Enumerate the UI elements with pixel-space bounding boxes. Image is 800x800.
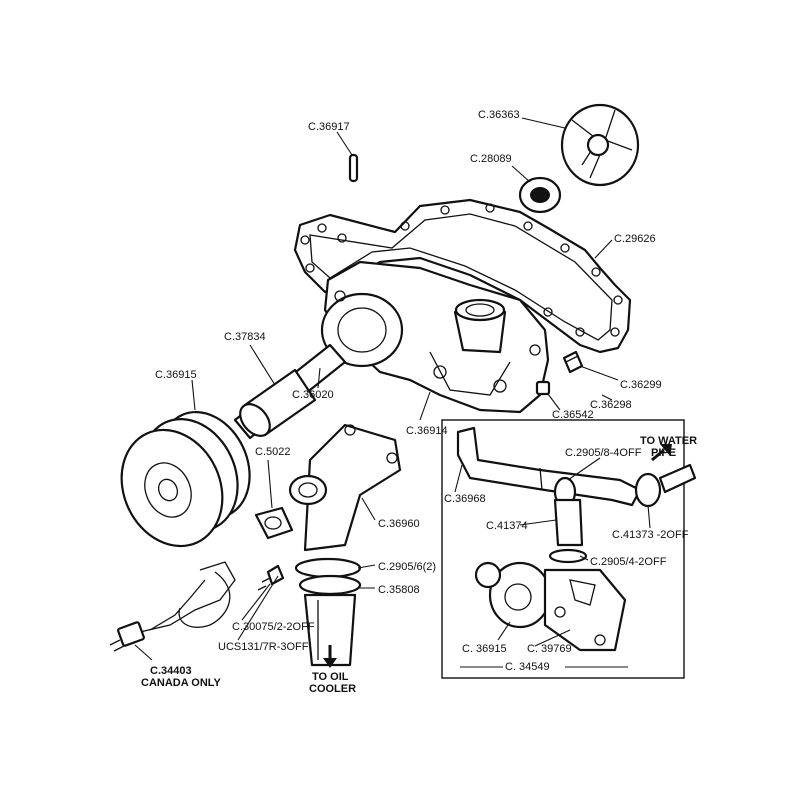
hose-clip [294,557,362,667]
label-c34403: C.34403 [150,665,192,677]
label-to-oil: TO OIL [312,671,349,683]
label-c36298: C.36298 [590,399,632,411]
label-c36917: C.36917 [308,121,350,133]
label-c29058: C.2905/8-4OFF [565,447,642,459]
to-oil-cooler-arrow [323,645,337,668]
outlet-elbow [288,423,402,552]
labels: C.36363 C.36917 C.28089 C.29626 C.37834 … [141,109,697,695]
label-c36914: C.36914 [406,425,448,437]
label-pipe: PIPE [651,447,676,459]
label-c39769: C. 39769 [527,643,572,655]
label-c29056: C.2905/6(2) [378,561,436,573]
label-c36968: C.36968 [444,493,486,505]
pulley [120,410,251,548]
label-canada-only: CANADA ONLY [141,677,222,689]
dowel [348,153,359,183]
bolt [257,564,285,591]
label-c29054: C.2905/4-2OFF [590,556,667,568]
label-c36542: C.36542 [552,409,594,421]
label-c35808: C.35808 [378,584,420,596]
impeller [560,103,640,187]
label-to-water: TO WATER [640,435,697,447]
leader-lines [134,117,651,668]
label-c29626: C.29626 [614,233,656,245]
nut [254,506,294,540]
label-c34549: C. 34549 [505,661,550,673]
label-c36363: C.36363 [478,109,520,121]
label-c36299: C.36299 [620,379,662,391]
label-c5022: C.5022 [255,446,290,458]
label-c37834: C.37834 [224,331,266,343]
label-c36915-inset: C. 36915 [462,643,507,655]
label-cooler: COOLER [309,683,356,695]
label-c30075: C.30075/2-2OFF [232,621,315,633]
label-c36915: C.36915 [155,369,197,381]
pump-body [320,260,550,414]
label-c36020: C.36020 [292,389,334,401]
bearing-spindle [233,343,347,440]
stud [562,350,584,374]
label-ucs: UCS131/7R-3OFF [218,641,309,653]
label-c28089: C.28089 [470,153,512,165]
plug [535,380,551,396]
label-c41374: C.41374 [486,520,528,532]
heater-cord [109,561,236,652]
inset-panel [441,419,697,679]
label-c36960: C.36960 [378,518,420,530]
seal [518,176,562,214]
to-water-pipe-arrow [651,444,672,462]
label-c41373: C.41373 -2OFF [612,529,689,541]
